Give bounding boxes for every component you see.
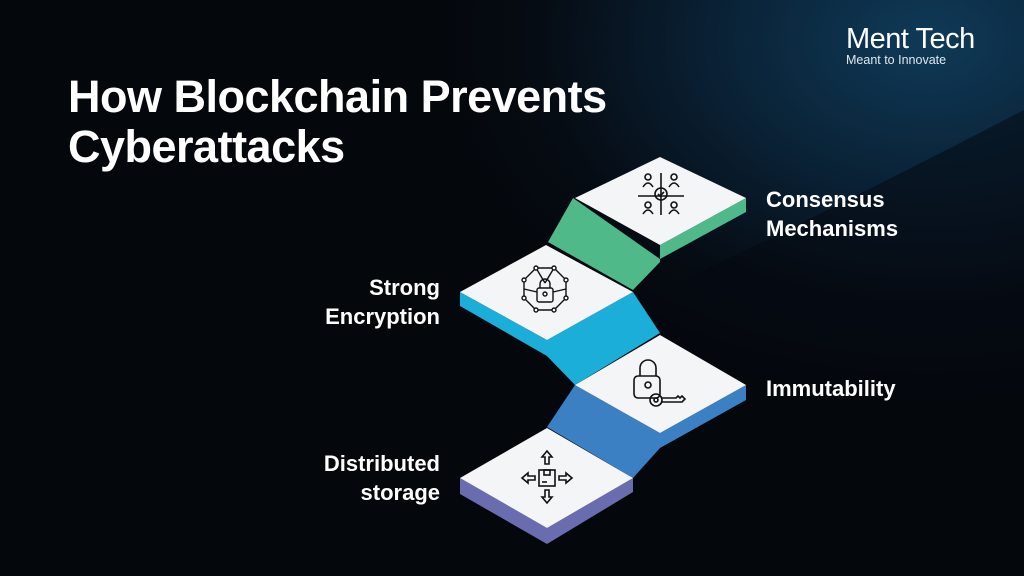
connector-immutability <box>547 385 746 478</box>
lock-key-icon <box>633 359 687 407</box>
logo: Ment Tech Meant to Innovate <box>846 24 975 66</box>
connector-consensus <box>548 198 660 290</box>
tile-distributed <box>460 428 633 528</box>
title-line-1: How Blockchain Prevents <box>68 71 607 122</box>
step-label-immutability: Immutability <box>766 374 896 403</box>
step-label-distributed: Distributed storage <box>324 449 440 507</box>
tile-side-distributed <box>460 478 633 544</box>
step-label-consensus: Consensus Mechanisms <box>766 185 898 243</box>
title-line-2: Cyberattacks <box>68 121 345 172</box>
step-label-encryption: Strong Encryption <box>325 273 440 331</box>
page-title: How Blockchain Prevents Cyberattacks <box>68 72 607 172</box>
label-line: Distributed <box>323 451 440 476</box>
logo-name: Ment Tech <box>846 23 975 55</box>
consensus-people-icon <box>638 173 684 215</box>
label-line: Consensus <box>766 187 885 212</box>
tile-side-consensus <box>660 198 746 259</box>
connector-encryption <box>460 292 660 385</box>
label-line: Mechanisms <box>766 216 899 241</box>
label-line: Immutability <box>766 376 896 401</box>
label-line: Encryption <box>325 304 440 329</box>
logo-tagline: Meant to Innovate <box>846 53 947 67</box>
label-line: storage <box>360 480 440 505</box>
distributed-box-icon <box>520 449 574 505</box>
network-lock-icon <box>521 265 569 313</box>
label-line: Strong <box>369 275 440 300</box>
